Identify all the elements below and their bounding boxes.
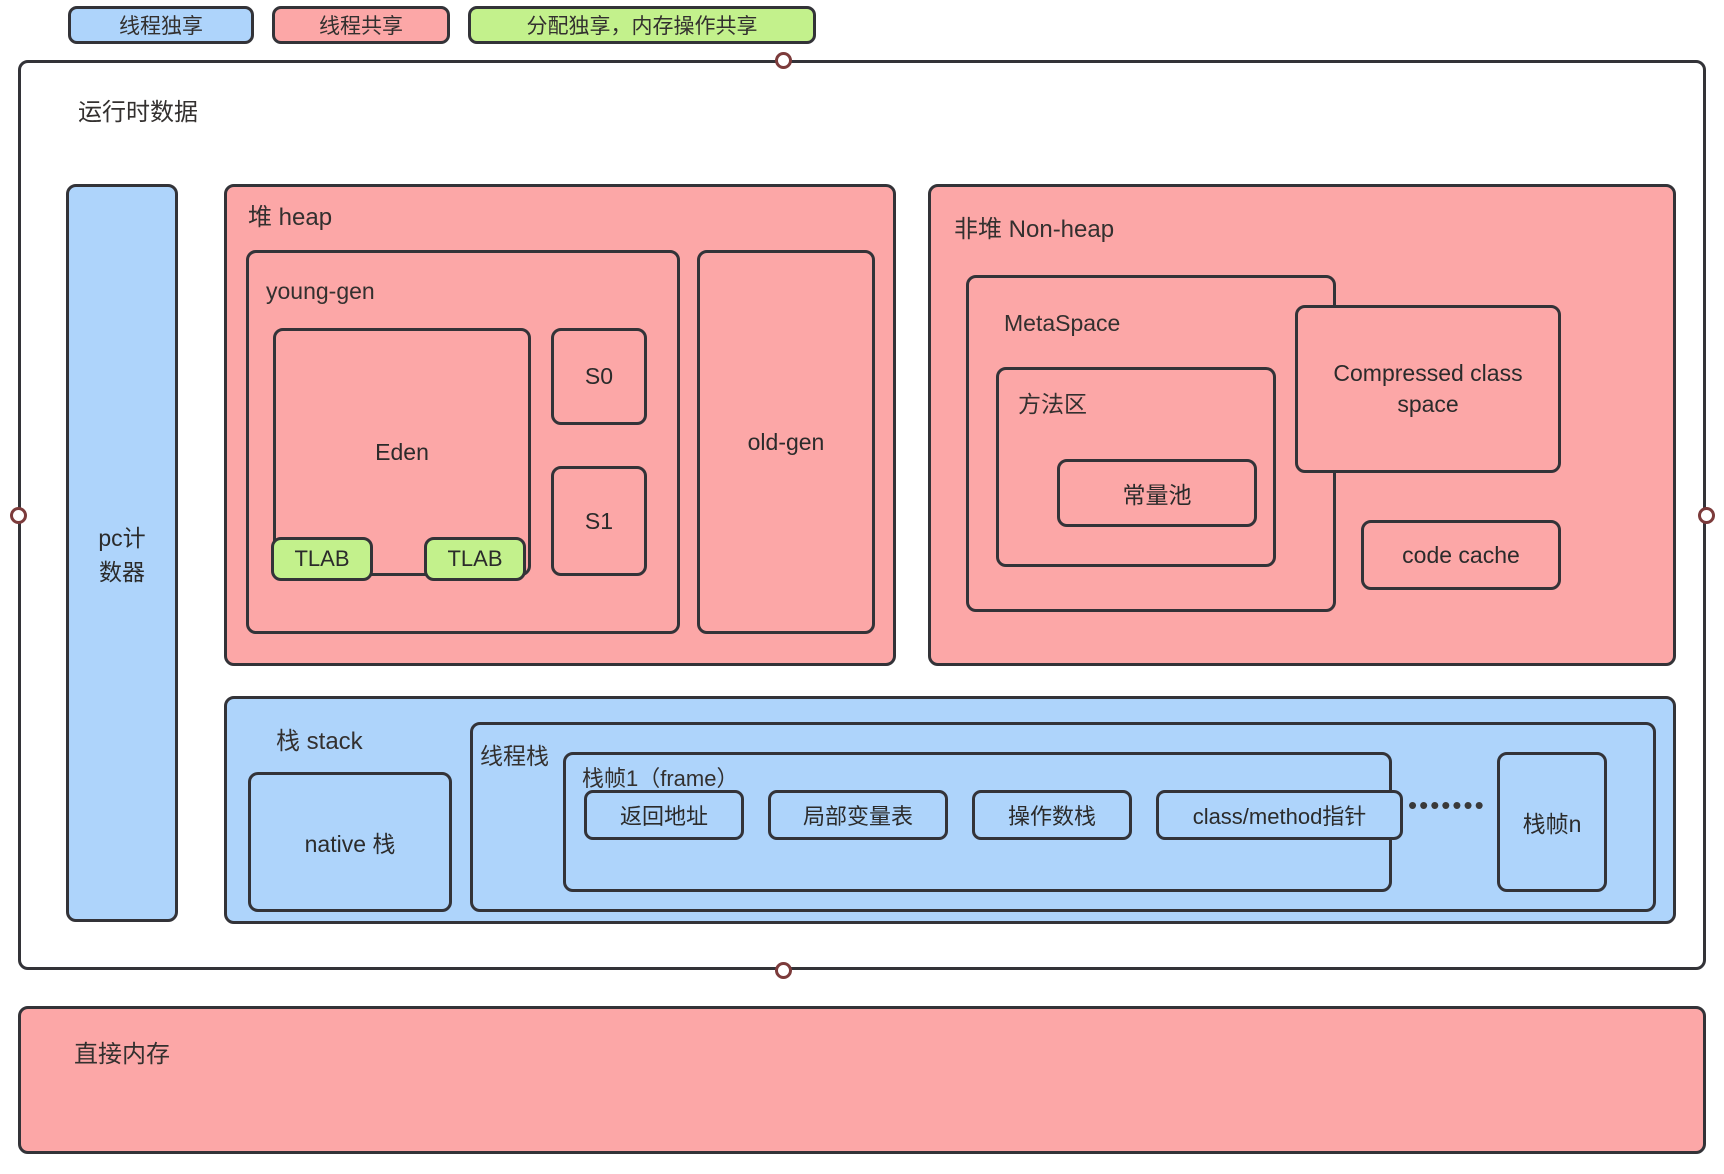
constant-pool-box: 常量池 — [1057, 459, 1257, 527]
survivor-label: S0 — [584, 363, 614, 389]
frame-1-box: 栈帧1（frame） 返回地址 局部变量表 操作数栈 class/method指… — [563, 752, 1403, 892]
survivor-label: S1 — [584, 507, 614, 534]
old-gen-label: old-gen — [747, 428, 825, 455]
frame-1-title: 栈帧1（frame） — [582, 766, 739, 791]
eden-label: Eden — [375, 438, 429, 465]
frame-n-box: 栈帧n — [1497, 752, 1607, 892]
legend-item-thread-shared: 线程共享 — [272, 6, 450, 44]
pc-counter-label: pc计 数器 — [98, 525, 146, 585]
method-area-title: 方法区 — [1018, 391, 1087, 417]
legend-label: 分配独享，内存操作共享 — [526, 15, 758, 38]
connector-dot-left — [10, 507, 27, 524]
connector-dot-top — [775, 52, 792, 69]
legend-item-thread-private: 线程独享 — [68, 6, 254, 44]
legend-label: 线程共享 — [319, 15, 403, 38]
legend: 线程独享 线程共享 分配独享，内存操作共享 — [0, 0, 1724, 52]
frame-n-label: 栈帧n — [1522, 811, 1582, 837]
metaspace-title: MetaSpace — [1004, 310, 1121, 336]
survivor-s1-box: S1 — [551, 466, 647, 576]
non-heap-title: 非堆 Non-heap — [954, 216, 1115, 243]
tlab-label: TLAB — [447, 546, 503, 571]
frame-item-operand-stack: 操作数栈 — [972, 790, 1132, 840]
thread-stack-title: 线程栈 — [480, 743, 549, 769]
connector-dot-right — [1698, 507, 1715, 524]
frame-item-label: class/method指针 — [1192, 804, 1367, 829]
frame-item-local-variable-table: 局部变量表 — [768, 790, 948, 840]
young-gen-title: young-gen — [266, 278, 375, 304]
survivor-s0-box: S0 — [551, 328, 647, 425]
compressed-class-space-box: Compressed class space — [1295, 305, 1561, 473]
direct-memory-title: 直接内存 — [74, 1041, 170, 1068]
old-gen-box: old-gen — [697, 250, 875, 634]
runtime-data-title: 运行时数据 — [78, 99, 198, 126]
pc-counter-box: pc计 数器 — [66, 184, 178, 922]
frame-item-label: 局部变量表 — [802, 804, 913, 829]
frame-item-label: 操作数栈 — [1007, 804, 1096, 829]
tlab-box-2: TLAB — [424, 537, 526, 581]
connector-dot-bottom — [775, 962, 792, 979]
native-stack-box: native 栈 — [248, 772, 452, 912]
code-cache-label: code cache — [1402, 541, 1520, 568]
tlab-label: TLAB — [294, 546, 350, 571]
constant-pool-label: 常量池 — [1122, 482, 1192, 508]
frames-ellipsis: ••••••• — [1408, 790, 1486, 820]
eden-box: Eden — [273, 328, 531, 576]
compressed-class-space-label: Compressed class space — [1333, 359, 1523, 417]
frame-item-label: 返回地址 — [619, 804, 708, 829]
frame-item-return-address: 返回地址 — [584, 790, 744, 840]
direct-memory-box — [18, 1006, 1706, 1154]
code-cache-box: code cache — [1361, 520, 1561, 590]
legend-item-tlab: 分配独享，内存操作共享 — [468, 6, 816, 44]
heap-title: 堆 heap — [248, 204, 333, 231]
legend-label: 线程独享 — [119, 15, 203, 38]
tlab-box-1: TLAB — [271, 537, 373, 581]
stack-title: 栈 stack — [276, 728, 363, 755]
frame-item-class-method-pointer: class/method指针 — [1156, 790, 1403, 840]
native-stack-label: native 栈 — [304, 831, 396, 857]
